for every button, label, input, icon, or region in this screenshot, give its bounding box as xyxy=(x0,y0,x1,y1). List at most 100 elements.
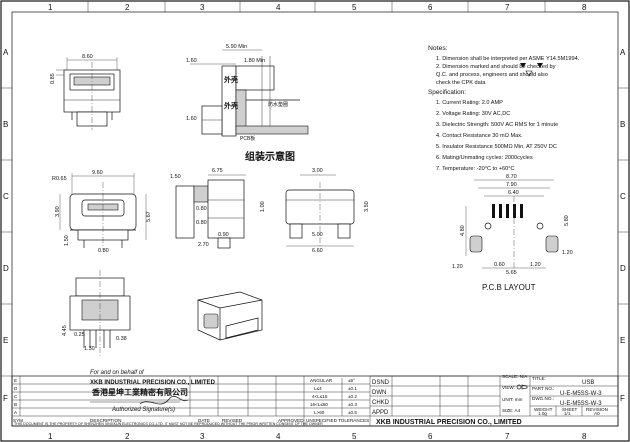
part-label: 外壳 xyxy=(224,75,238,84)
row-label: A xyxy=(620,48,626,57)
revision-table: E D C B A SYM DESCRIPTION DATE REVISED A… xyxy=(12,376,305,426)
company-name: XKB INDUSTRIAL PRECISION CO., LIMITED xyxy=(376,419,522,426)
part-label: 防水垫圈 xyxy=(268,101,288,108)
note-line: 1. Dimension shall be interpreted per AS… xyxy=(436,56,580,62)
tol-header: ±5° xyxy=(348,378,355,383)
triangle-mark-icon xyxy=(520,63,526,68)
spec-line: 3. Dielectric Strength: 500V AC RMS for … xyxy=(436,122,558,128)
row-label: E xyxy=(3,336,8,345)
signature-scribble xyxy=(139,395,189,405)
note-line: 2. Dimension marked and should be checke… xyxy=(436,64,556,70)
tolerance-table: ANGULAR ±5° L≤4 ±0.1 4<L≤16 ±0.2 16<L≤60… xyxy=(304,376,371,426)
tol-range: L≤4 xyxy=(314,386,322,391)
bottom-view: 3.00 6.60 5.00 3.50 xyxy=(285,168,370,254)
title-block: E D C B A SYM DESCRIPTION DATE REVISED A… xyxy=(11,374,619,427)
col-label: 8 xyxy=(582,3,587,12)
col-label: 5 xyxy=(352,432,357,441)
row-label: F xyxy=(620,394,625,403)
col-label: 4 xyxy=(276,3,281,12)
col-label: 5 xyxy=(352,3,357,12)
tol-value: ±0.5 xyxy=(348,410,357,415)
col-label: 6 xyxy=(428,432,433,441)
isometric-view xyxy=(197,291,263,341)
dim-label: 3.90 xyxy=(55,206,61,217)
note-line: Q.C. and process, engineers and should a… xyxy=(436,72,548,78)
row-label: B xyxy=(3,120,8,129)
col-label: 3 xyxy=(200,3,205,12)
title-value: USB xyxy=(582,380,594,386)
stamp-line: XKB INDUSTRIAL PRECISION CO., LIMITED xyxy=(90,380,216,386)
dim-label: 4.80 xyxy=(460,225,466,236)
rev-header: DATE xyxy=(198,418,210,423)
dim-label: 1.30 xyxy=(84,346,95,352)
projection-circle-icon xyxy=(516,384,522,390)
title-label: TITLE: xyxy=(532,376,546,381)
pcb-caption: P.C.B LAYOUT xyxy=(482,283,536,292)
rev-sym: D xyxy=(14,386,18,391)
row-label: A xyxy=(3,48,9,57)
dim-label: 8.70 xyxy=(506,174,517,180)
assembly-caption: 组装示意图 xyxy=(245,150,295,163)
pcb-pads xyxy=(469,204,559,253)
dim-label: 1.80 Min xyxy=(244,58,265,64)
revision-header: REVISION xyxy=(586,407,608,412)
dim-label: 0.90 xyxy=(218,232,229,238)
weight-value: 1.0g xyxy=(538,411,547,416)
tol-footer: UNSPECIFIED TOLERANCES xyxy=(306,418,369,423)
size-label: SIZE: A4 xyxy=(502,408,521,413)
dim-label: 0.60 xyxy=(494,262,505,268)
dim-label: 5.67 xyxy=(146,211,152,222)
dim-label: 1.20 xyxy=(562,250,573,256)
dim-label: 5.00 xyxy=(312,232,323,238)
spec-line: 6. Mating/Unmating cycles: 2000cycles xyxy=(436,155,533,161)
row-label: D xyxy=(3,264,9,273)
dim-label: 6.60 xyxy=(312,248,323,254)
row-label: C xyxy=(3,192,9,201)
sheet-header: SHEET xyxy=(562,407,578,412)
sign-label: CHKD xyxy=(372,400,390,406)
dim-label: 0.80 xyxy=(196,206,207,212)
note-line: check the CPK data xyxy=(436,80,486,86)
dim-label: 1.00 xyxy=(260,201,266,212)
section-view: 1.50 6.75 0.80 0.80 0.90 2.70 1.00 xyxy=(170,168,266,249)
col-label: 7 xyxy=(505,432,510,441)
dim-label: R0.65 xyxy=(52,176,67,182)
dim-label: 5.80 xyxy=(564,215,570,226)
row-label: F xyxy=(3,394,8,403)
part-label: 外壳 xyxy=(224,101,238,110)
info-table: SCALE: N/A VIEW: UNIT: mm SIZE: A4 TITLE… xyxy=(468,374,618,416)
col-label: 3 xyxy=(200,432,205,441)
dim-label: 1.50 xyxy=(64,235,70,246)
tol-value: ±0.1 xyxy=(348,386,357,391)
company-stamp: For and on behalf of XKB INDUSTRIAL PREC… xyxy=(90,370,216,413)
dwg-value: U-E-M5SS-W-3 xyxy=(560,401,602,407)
dwg-label: DWG.NO.: xyxy=(532,396,554,401)
plan-view: 0.25 1.30 0.38 4.45 xyxy=(62,270,131,356)
dim-label: 0.25 xyxy=(74,332,85,338)
rev-sym: A xyxy=(14,410,18,415)
dim-label: 5.90 Min xyxy=(226,44,247,50)
rev-header: REVISED xyxy=(222,418,243,423)
sign-label: DWN xyxy=(372,390,386,396)
spec-line: 7. Temperature: -20°C to +60°C xyxy=(436,166,515,172)
dim-label: 5.65 xyxy=(506,270,517,276)
spec-line: 4. Contact Resistance 30 mΩ Max. xyxy=(436,133,523,139)
sign-table: DSND DWN CHKD APPD xyxy=(370,375,618,417)
col-label: 1 xyxy=(48,432,53,441)
part-value: U-E-M5SS-W-3 xyxy=(560,391,602,397)
view-label: VIEW: xyxy=(502,385,515,390)
stamp-line: Authorized Signature(s) xyxy=(111,407,175,413)
row-label: D xyxy=(620,264,626,273)
dim-label: 0.80 xyxy=(98,248,109,254)
tol-range: 16<L≤60 xyxy=(310,402,328,407)
part-label: PART NO.: xyxy=(532,386,554,391)
triangle-outline-icon xyxy=(525,70,533,77)
tol-header: ANGULAR xyxy=(310,378,333,383)
sheet-value: 1/1 xyxy=(564,411,571,416)
col-label: 6 xyxy=(428,3,433,12)
scale-label: SCALE: N/A xyxy=(502,374,528,379)
revision-value: A0 xyxy=(594,411,600,416)
tol-value: ±0.3 xyxy=(348,402,357,407)
dim-label: 3.50 xyxy=(364,201,370,212)
